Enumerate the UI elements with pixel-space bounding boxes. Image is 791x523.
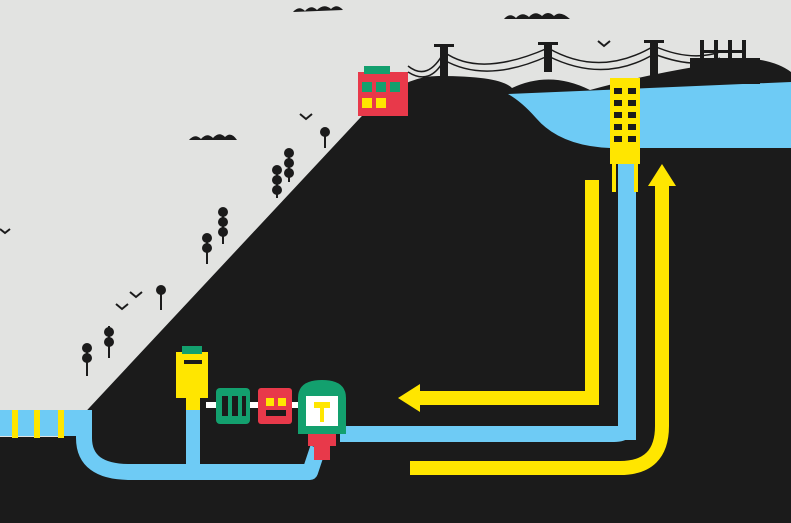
pylon-icon	[434, 44, 454, 78]
tree-icon	[156, 285, 166, 310]
tree-icon	[272, 165, 282, 198]
tree-icon	[218, 207, 228, 244]
transformer	[258, 388, 292, 424]
bird-icon	[115, 291, 143, 311]
turbine	[176, 346, 208, 410]
intake-tower	[610, 78, 640, 192]
surge-shaft	[186, 410, 200, 466]
tree-icon	[82, 343, 92, 376]
penstock	[618, 148, 636, 440]
bird-icon	[299, 113, 313, 121]
penstock-horizontal	[340, 408, 636, 442]
generator	[216, 388, 250, 424]
flow-arrow-generate	[420, 180, 599, 405]
bird-icon	[0, 228, 11, 235]
tree-icon	[320, 127, 330, 148]
tree-icon	[284, 148, 294, 182]
tailrace-tunnel	[76, 420, 326, 480]
cloud-icon	[504, 13, 570, 19]
upper-reservoir	[508, 82, 791, 148]
tree-icon	[202, 233, 212, 264]
control-building	[358, 66, 408, 116]
bird-icon	[597, 40, 611, 48]
flow-arrow-head-left	[398, 384, 420, 412]
cloud-icon	[189, 134, 237, 140]
flow-arrow-head-up	[648, 164, 676, 186]
flow-arrow-pump	[410, 186, 669, 475]
pylon-icon	[538, 42, 558, 72]
substation	[690, 40, 760, 84]
pylon-icon	[644, 40, 664, 80]
cloud-icon	[293, 6, 343, 12]
lower-intake-posts	[12, 410, 64, 438]
pump-turbine-unit	[298, 380, 346, 460]
tree-icon	[104, 326, 114, 358]
